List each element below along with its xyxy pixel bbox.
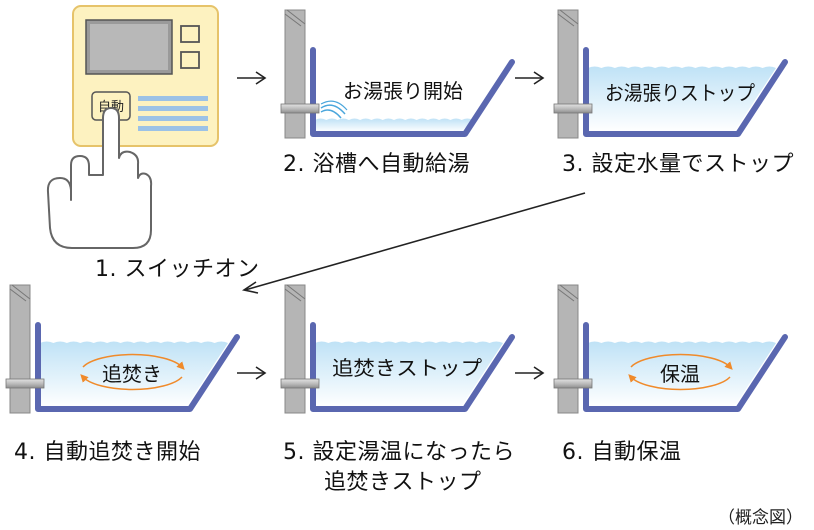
tub-outline <box>35 322 240 412</box>
flow-arrow-3-4 <box>241 192 586 294</box>
step-2-text: 浴槽へ自動給湯 <box>312 152 471 177</box>
water <box>588 341 776 407</box>
circulation-arrow-icon <box>82 353 185 370</box>
tub-step-6: 保温 <box>553 284 788 414</box>
pointing-hand-icon <box>46 107 153 249</box>
remote-line <box>138 96 208 101</box>
step-6-text: 自動保温 <box>591 440 682 465</box>
inlet-pipe <box>5 378 45 389</box>
circulation-arrow-icon <box>630 353 733 370</box>
inlet-pipe <box>553 103 593 114</box>
wall-column <box>557 284 579 414</box>
step-4-number: 4. <box>14 440 36 465</box>
tub-label: 保温 <box>660 362 700 386</box>
step-4-text: 自動追焚き開始 <box>43 440 202 465</box>
tub-outline <box>310 47 515 137</box>
water <box>315 118 473 132</box>
step-1-number: 1. <box>95 257 117 282</box>
circulation-arrow-icon <box>628 374 731 391</box>
step-3-number: 3. <box>562 152 584 177</box>
wall-column <box>284 9 306 139</box>
tub-label: 追焚きストップ <box>332 356 482 380</box>
step-6-caption: 6. 自動保温 <box>562 440 682 466</box>
step-1-text: スイッチオン <box>124 257 260 282</box>
water-spray <box>320 109 342 119</box>
step-2-caption: 2. 浴槽へ自動給湯 <box>283 152 470 178</box>
water <box>40 341 228 407</box>
tub-step-4: 追焚き <box>5 284 240 414</box>
water <box>315 341 503 407</box>
water <box>588 66 776 132</box>
flow-arrow-2-3 <box>515 71 545 85</box>
tub-label: お湯張りストップ <box>605 81 755 105</box>
flow-arrow-4-5 <box>237 366 267 380</box>
inlet-pipe <box>280 378 320 389</box>
tub-label: お湯張り開始 <box>343 79 463 103</box>
step-1-caption: 1. スイッチオン <box>95 257 260 283</box>
remote-button-top[interactable] <box>180 25 200 43</box>
inlet-pipe <box>553 378 593 389</box>
tub-label: 追焚き <box>102 362 162 386</box>
step-6-number: 6. <box>562 440 584 465</box>
remote-control-panel: 自動 <box>72 5 219 147</box>
remote-button-bottom[interactable] <box>180 51 200 69</box>
step-5-text: 設定湯温になったら <box>312 440 516 465</box>
step-5-number: 5. <box>283 440 305 465</box>
tub-step-5: 追焚きストップ <box>280 284 515 414</box>
tub-step-3: お湯張りストップ <box>553 9 788 139</box>
flow-arrow-5-6 <box>515 366 545 380</box>
tub-outline <box>583 47 788 137</box>
concept-note: （概念図） <box>718 508 803 528</box>
flow-arrow-1-2 <box>237 71 267 85</box>
step-5-caption-line2: 追焚きストップ <box>324 470 482 495</box>
wall-column <box>284 284 306 414</box>
wall-column <box>9 284 31 414</box>
step-3-caption: 3. 設定水量でストップ <box>562 152 794 178</box>
tub-outline <box>310 322 515 412</box>
step-2-number: 2. <box>283 152 305 177</box>
wall-column <box>557 9 579 139</box>
step-5-caption: 5. 設定湯温になったら <box>283 440 515 466</box>
tub-step-2: お湯張り開始 <box>280 9 515 139</box>
tub-outline <box>583 322 788 412</box>
step-3-text: 設定水量でストップ <box>591 152 795 177</box>
circulation-arrow-icon <box>80 374 183 391</box>
step-4-caption: 4. 自動追焚き開始 <box>14 440 201 466</box>
inlet-pipe <box>280 103 320 114</box>
